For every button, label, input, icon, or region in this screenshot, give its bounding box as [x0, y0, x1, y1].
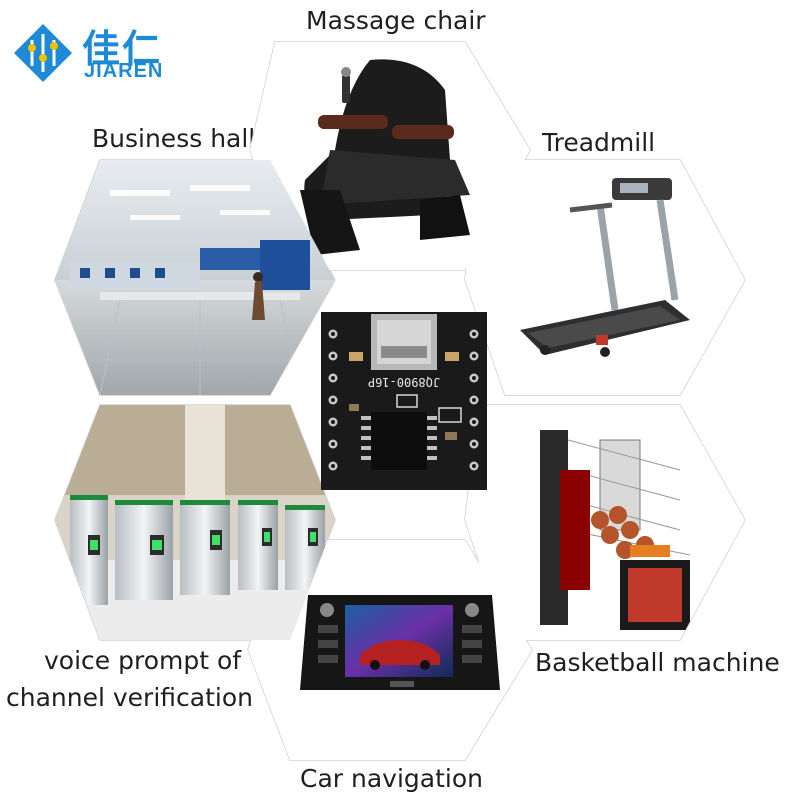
label-massage-chair: Massage chair [306, 6, 486, 35]
logo-diamond-icon [12, 22, 74, 84]
label-basketball-machine: Basketball machine [535, 648, 780, 677]
label-car-navigation: Car navigation [300, 764, 483, 793]
brand-name-en: JIAREN [84, 60, 164, 82]
label-channel-line2: channel verification [6, 683, 253, 712]
label-treadmill: Treadmill [542, 128, 656, 157]
label-channel-line1: voice prompt of [44, 646, 242, 675]
board-silk-text: JQ8900-16P [368, 375, 440, 389]
label-business-hall: Business hall [92, 124, 256, 153]
sound-module-board: JQ8900-16P [321, 312, 487, 490]
brand-name-cn: 佳仁 [82, 27, 163, 71]
brand-logo: 佳仁 JIAREN [12, 16, 192, 86]
